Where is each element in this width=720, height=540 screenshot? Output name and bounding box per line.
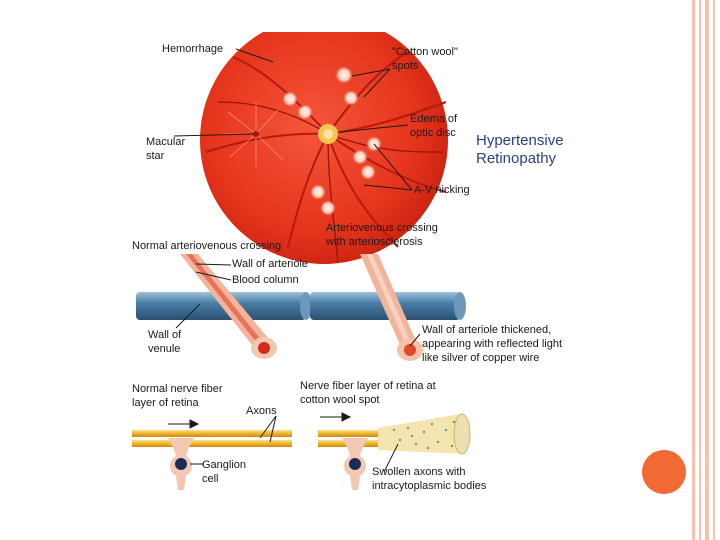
label-av-nicking: A-V nicking	[414, 184, 470, 196]
label-venule: venule	[148, 343, 181, 355]
label-edema: Edema of	[410, 113, 458, 125]
label-normal-nerve: Normal nerve fiber	[132, 383, 223, 395]
label-swollen: Swollen axons with	[372, 466, 466, 478]
label-nerve-layer: layer of retina	[132, 397, 199, 409]
retinopathy-figure: Hemorrhage "Cotton wool" spots Macular s…	[128, 32, 594, 495]
cotton-wool-nerve-fiber	[318, 413, 471, 490]
decor-stripe-1	[692, 0, 695, 540]
label-reflected-light: appearing with reflected light	[422, 338, 563, 350]
label-optic-disc: optic disc	[410, 127, 456, 139]
label-thickened: Wall of arteriole thickened,	[422, 324, 552, 336]
retina-fundus	[200, 32, 448, 264]
label-cotton-wool-spots: spots	[392, 60, 419, 72]
label-cw-spot: cotton wool spot	[300, 394, 380, 406]
label-axons: Axons	[246, 405, 277, 417]
label-macular: Macular	[146, 136, 186, 148]
figure-graphics	[132, 32, 471, 490]
label-sclerosis: Arteriovenous crossing	[326, 222, 438, 234]
normal-av-crossing	[136, 254, 312, 359]
decor-stripe-3	[705, 0, 709, 540]
label-ganglion: Ganglion	[202, 459, 247, 471]
label-wall-venule: Wall of	[148, 329, 182, 341]
normal-nerve-fiber	[132, 430, 292, 490]
decor-stripe-2	[699, 0, 701, 540]
label-blood-column: Blood column	[232, 274, 299, 286]
label-wall-arteriole: Wall of arteriole	[232, 258, 309, 270]
slide-accent-dot	[642, 450, 686, 494]
label-hemorrhage: Hemorrhage	[162, 43, 224, 55]
label-silver-wire: like silver of copper wire	[422, 352, 540, 364]
figure-title-line2: Retinopathy	[476, 150, 557, 167]
label-ganglion-cell: cell	[202, 473, 219, 485]
figure-title-line1: Hypertensive	[476, 132, 564, 149]
retina-leaders	[173, 48, 413, 191]
decor-stripe-4	[713, 0, 715, 540]
label-cotton-wool: "Cotton wool"	[392, 46, 458, 58]
label-macular-star: star	[146, 150, 165, 162]
label-sclerosis-2: with arteriosclerosis	[326, 236, 423, 248]
label-bodies: intracytoplasmic bodies	[372, 480, 487, 492]
label-cw-layer: Nerve fiber layer of retina at	[300, 380, 436, 392]
label-normal-crossing: Normal arteriovenous crossing	[132, 240, 282, 252]
sclerotic-av-crossing	[310, 254, 466, 361]
